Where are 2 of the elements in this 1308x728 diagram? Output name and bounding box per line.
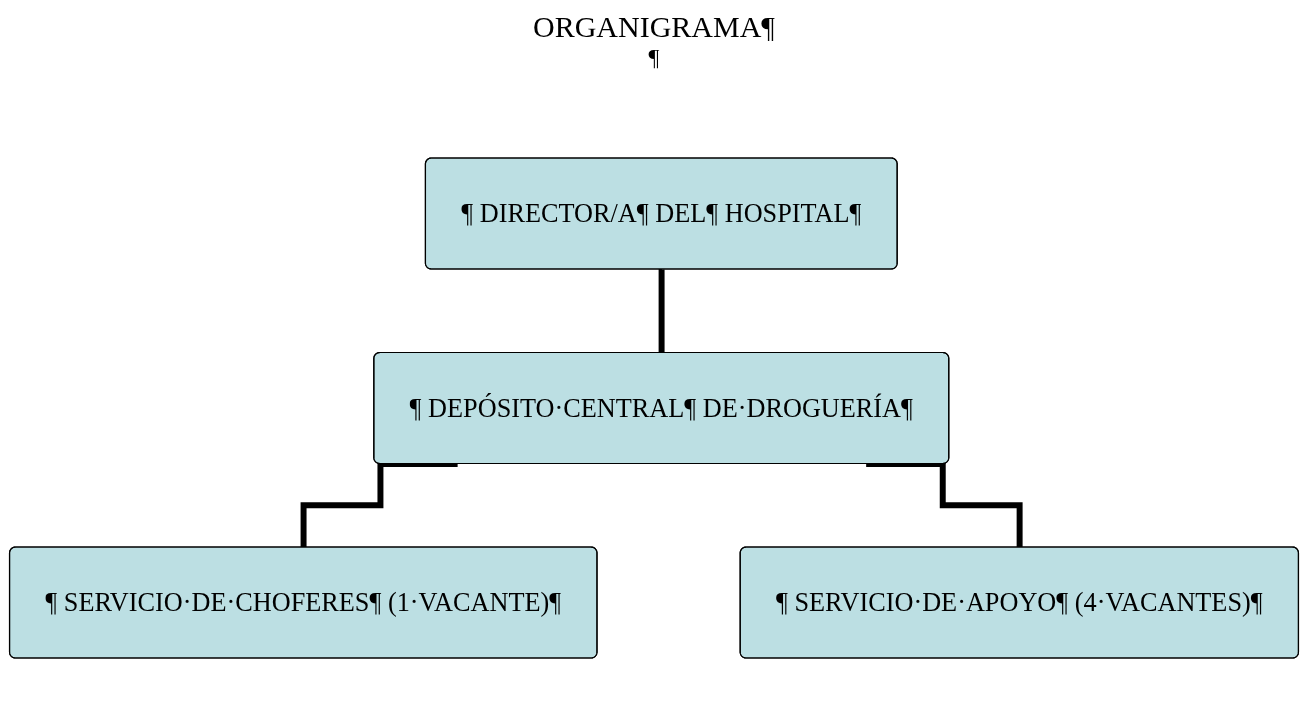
diagram-title: ORGANIGRAMA¶	[532, 10, 776, 44]
note: ¶	[647, 44, 661, 71]
